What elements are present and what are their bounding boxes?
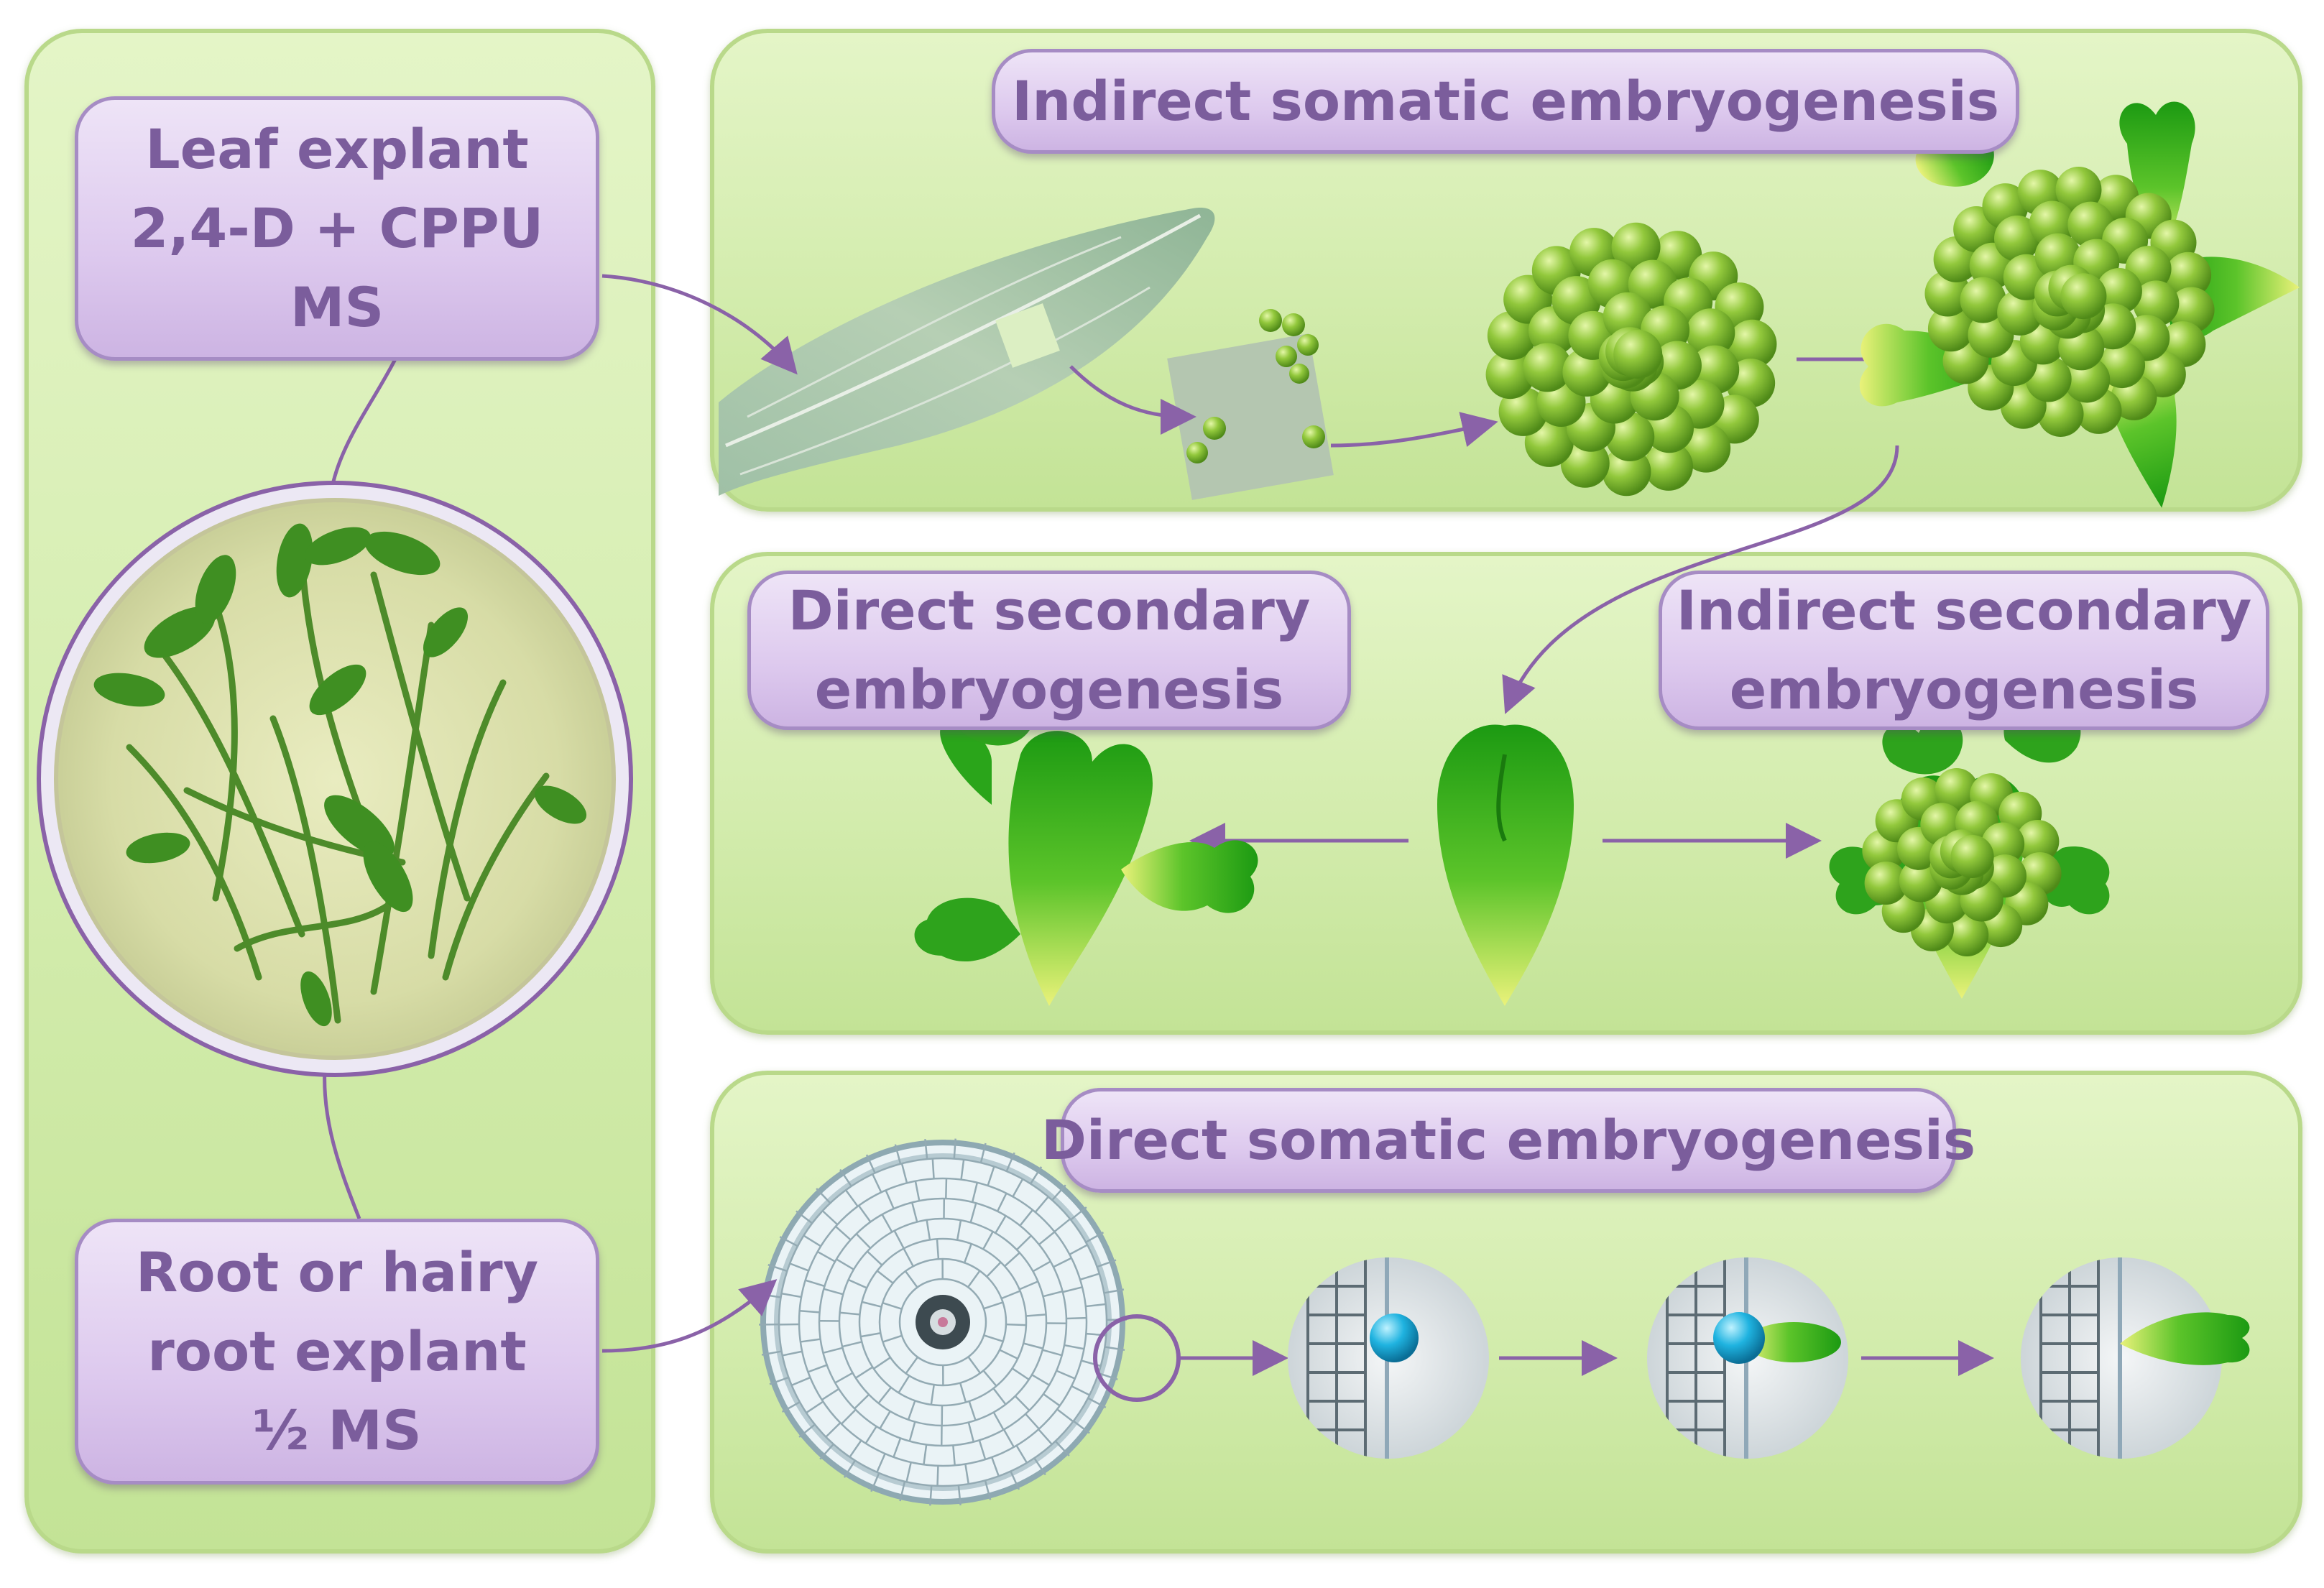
connector-line-top: [328, 355, 399, 497]
direct-secondary-embryo-cluster: [914, 688, 1258, 1006]
indirect-secondary-embryo-cluster: [1829, 708, 2110, 999]
leaf-explant-label: Leaf explant 2,4-D + CPPU MS: [75, 96, 599, 361]
indirect-secondary-line-1: Indirect secondary: [1676, 578, 2252, 642]
root-explant-line-3: ½ MS: [252, 1398, 422, 1462]
direct-secondary-line-1: Direct secondary: [788, 578, 1311, 642]
indirect-secondary-title: Indirect secondary embryogenesis: [1659, 571, 2269, 730]
root-explant-line-1: Root or hairy: [135, 1240, 539, 1304]
arrow-leaf-to-piece: [1069, 365, 1196, 435]
leaf-explant-line-3: MS: [290, 275, 384, 339]
leaf-photo: [719, 208, 1215, 496]
micro-image-2: [1647, 1257, 1848, 1459]
arrow-to-secondary: [1502, 445, 1899, 714]
root-explant-label: Root or hairy root explant ½ MS: [75, 1219, 599, 1485]
direct-secondary-title: Direct secondary embryogenesis: [747, 571, 1351, 730]
petri-dish-image: [37, 481, 633, 1077]
root-cross-section: [759, 1138, 1127, 1506]
micro-image-1: [1288, 1257, 1489, 1459]
root-explant-line-2: root explant: [147, 1319, 527, 1383]
zoom-circle: [1093, 1314, 1181, 1402]
indirect-secondary-line-2: embryogenesis: [1729, 657, 2199, 721]
arrow-piece-to-callus: [1330, 412, 1498, 448]
direct-somatic-title: Direct somatic embryogenesis: [1041, 1088, 1975, 1193]
arrow-label-to-leaf: [601, 274, 798, 375]
leaf-piece-with-callus: [1167, 309, 1334, 500]
direct-somatic-title-text: Direct somatic embryogenesis: [1041, 1108, 1976, 1172]
leaf-explant-line-1: Leaf explant: [145, 117, 529, 181]
leaf-explant-line-2: 2,4-D + CPPU: [130, 196, 544, 260]
callus-cluster: [1485, 222, 1777, 497]
callus-with-embryos: [1859, 101, 2300, 508]
indirect-somatic-title: Indirect somatic embryogenesis: [992, 49, 2019, 154]
indirect-somatic-title-text: Indirect somatic embryogenesis: [1011, 69, 1999, 133]
micro-image-3: [2021, 1257, 2250, 1459]
direct-secondary-line-2: embryogenesis: [814, 657, 1284, 721]
arrow-explant-to-root: [601, 1279, 778, 1353]
heart-embryo: [1437, 724, 1574, 1006]
